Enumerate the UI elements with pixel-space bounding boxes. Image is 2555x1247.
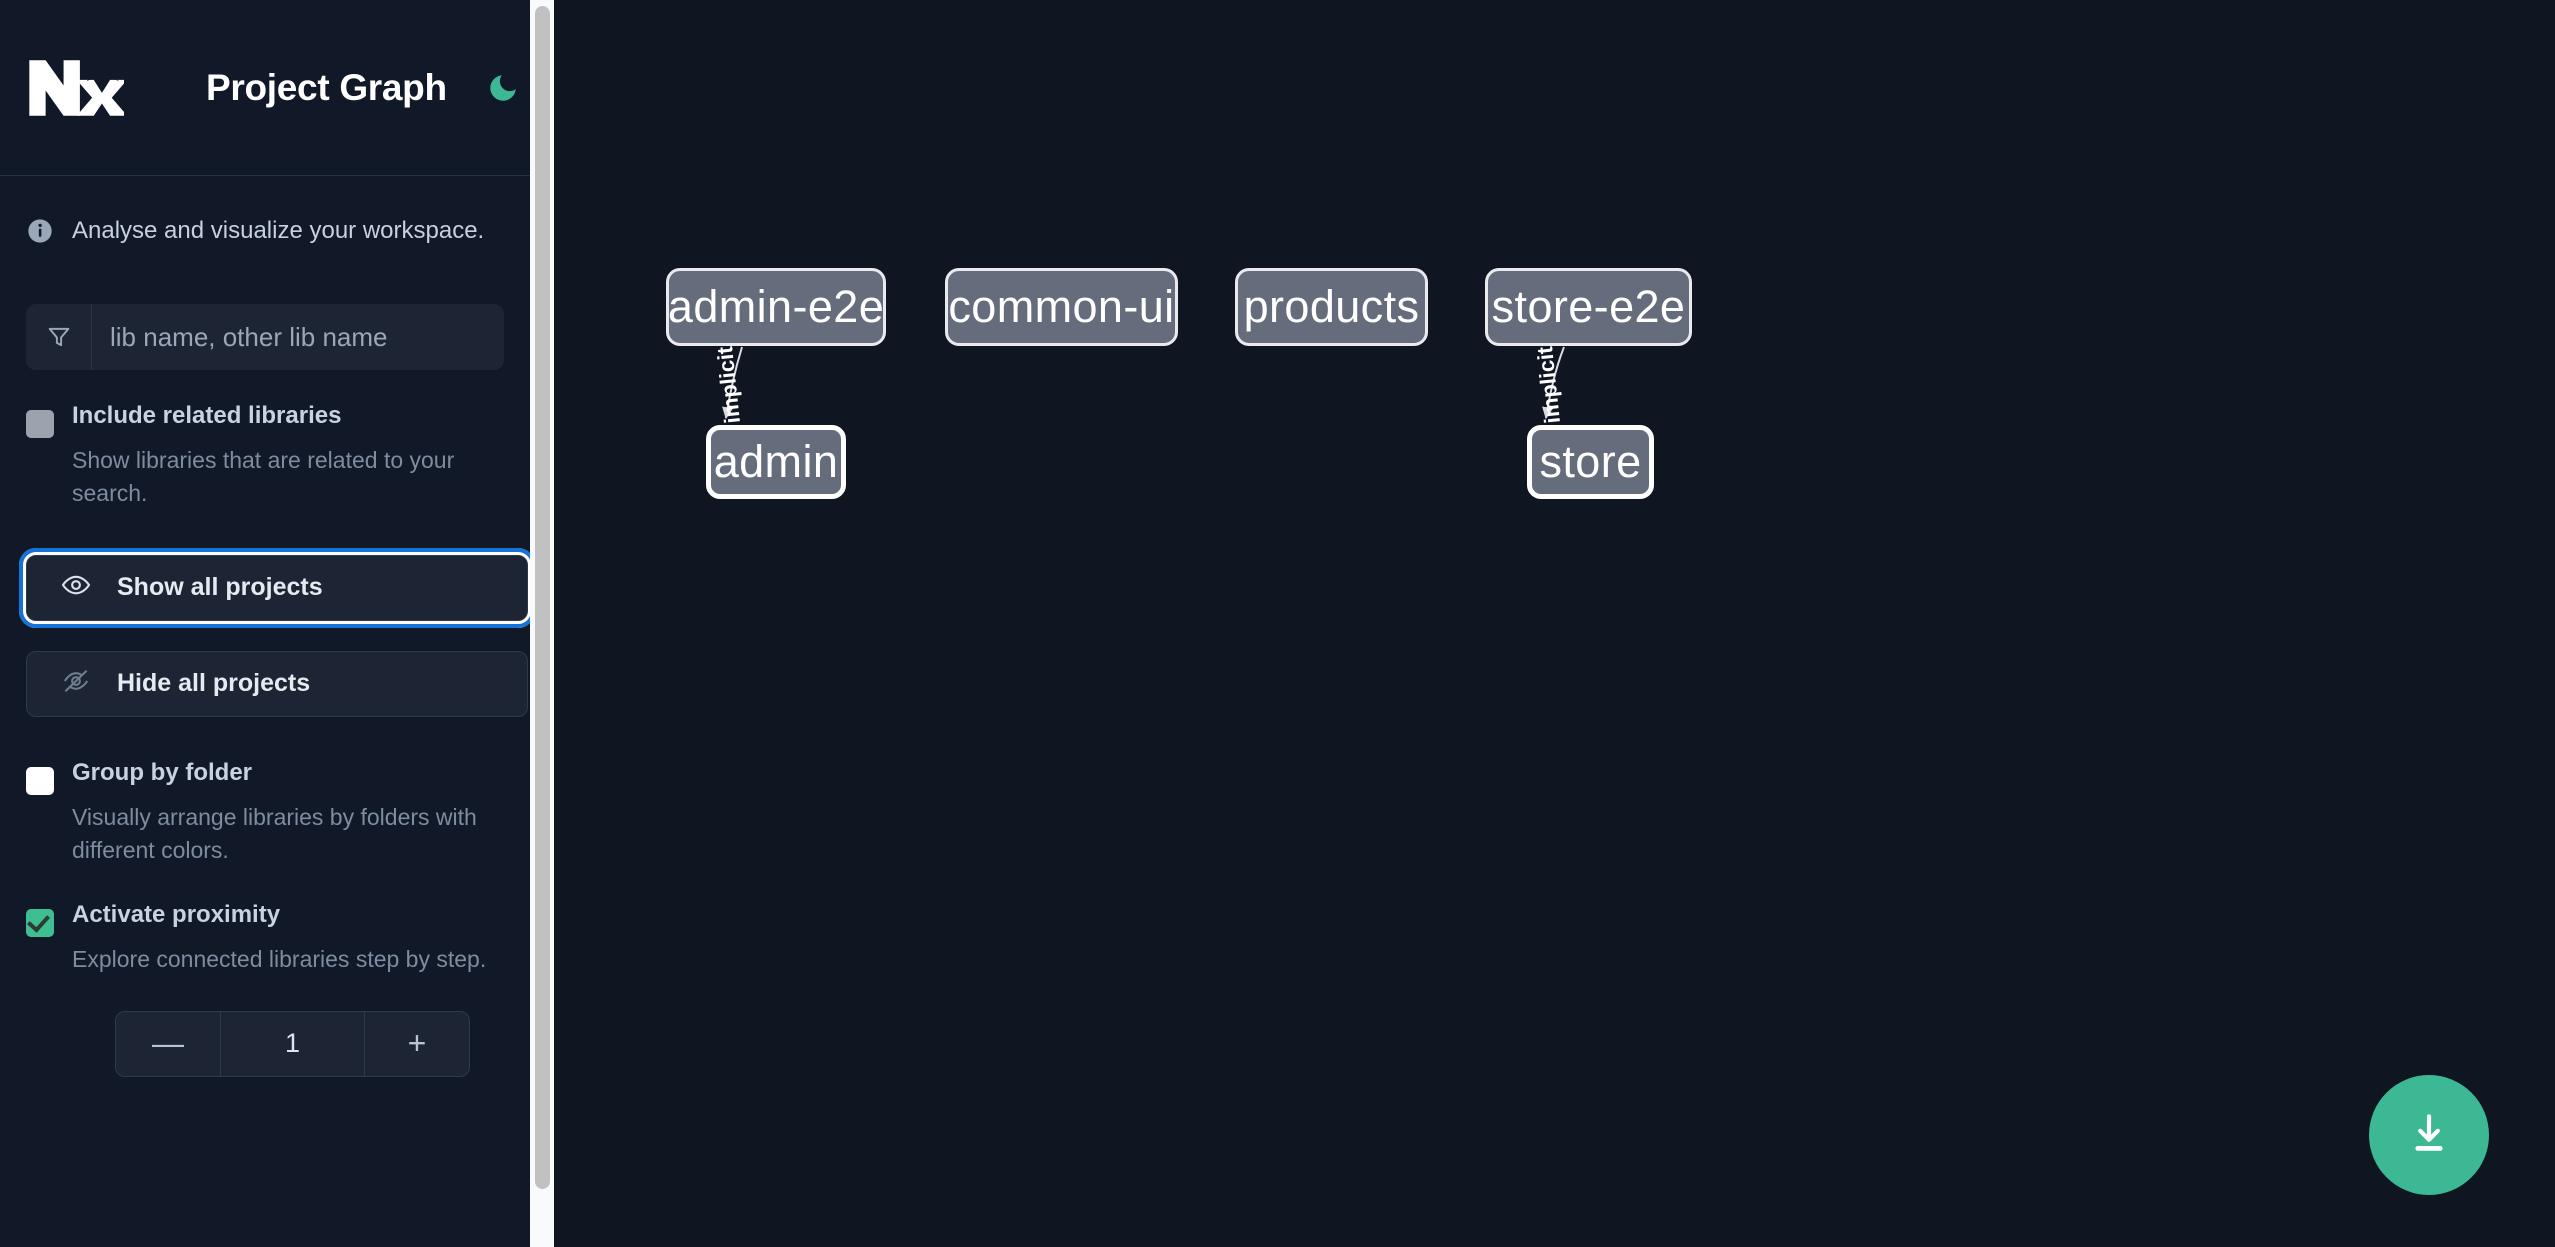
workspace-info-text: Analyse and visualize your workspace. (72, 217, 485, 244)
show-all-projects-button[interactable]: Show all projects (19, 547, 535, 628)
edge-label: implicit (712, 345, 745, 425)
option-activate-proximity[interactable]: Activate proximity Explore connected lib… (0, 903, 530, 976)
show-all-projects-label: Show all projects (117, 573, 323, 602)
graph-node-label: admin (713, 436, 839, 487)
search-input[interactable] (92, 304, 504, 370)
search-bar (26, 304, 504, 370)
proximity-value[interactable]: 1 (284, 1028, 301, 1059)
sidebar-scrollbar[interactable] (530, 0, 554, 1247)
graph-node-label: admin-e2e (667, 281, 885, 332)
include-related-libraries-label: Include related libraries (72, 402, 342, 429)
sidebar-header: Project Graph (0, 0, 530, 176)
hide-all-projects-label: Hide all projects (117, 669, 311, 698)
include-related-libraries-description: Show libraries that are related to your … (72, 447, 455, 507)
sidebar: Project Graph Analyse and visualize yo (0, 0, 554, 1247)
graph-node-store-e2e[interactable]: store-e2e (1485, 268, 1692, 346)
eye-icon (61, 570, 91, 605)
proximity-increment-button[interactable]: + (364, 1011, 469, 1076)
graph-node-label: store (1539, 436, 1642, 487)
proximity-decrement-button[interactable]: — (116, 1011, 221, 1076)
option-group-by-folder[interactable]: Group by folder Visually arrange librari… (0, 758, 530, 868)
group-by-folder-checkbox[interactable] (26, 766, 54, 795)
info-icon (26, 217, 54, 245)
graph-node-store[interactable]: store (1527, 425, 1654, 499)
eye-off-icon (61, 666, 91, 701)
activate-proximity-description: Explore connected libraries step by step… (72, 946, 487, 973)
workspace-info: Analyse and visualize your workspace. (0, 176, 530, 286)
option-include-related-libraries[interactable]: Include related libraries Show libraries… (0, 404, 530, 511)
proximity-stepper: — 1 + (115, 1010, 470, 1077)
nx-logo-icon (26, 57, 128, 119)
filter-funnel-icon[interactable] (26, 304, 92, 370)
graph-node-common-ui[interactable]: common-ui (945, 268, 1178, 346)
group-by-folder-description: Visually arrange libraries by folders wi… (72, 803, 477, 864)
graph-node-products[interactable]: products (1235, 268, 1428, 346)
graph-node-admin-e2e[interactable]: admin-e2e (666, 268, 886, 346)
group-by-folder-label: Group by folder (72, 758, 252, 786)
project-graph-canvas[interactable]: implicit implicit admin-e2e common-ui produc… (554, 0, 2555, 1247)
edge-label: implicit (1532, 345, 1565, 425)
include-related-libraries-checkbox[interactable] (26, 410, 54, 438)
moon-icon[interactable] (483, 68, 523, 108)
graph-node-label: store-e2e (1491, 281, 1686, 332)
page-title: Project Graph (206, 66, 447, 108)
activate-proximity-label: Activate proximity (72, 901, 281, 929)
graph-node-admin[interactable]: admin (706, 425, 846, 499)
hide-all-projects-button[interactable]: Hide all projects (26, 650, 528, 717)
sidebar-scrollbar-thumb[interactable] (535, 6, 550, 1189)
graph-node-label: products (1243, 281, 1420, 332)
download-icon (2405, 1110, 2453, 1161)
download-graph-button[interactable] (2369, 1075, 2489, 1195)
graph-edges (722, 346, 1565, 420)
activate-proximity-checkbox[interactable] (26, 909, 54, 938)
graph-node-label: common-ui (948, 281, 1175, 332)
